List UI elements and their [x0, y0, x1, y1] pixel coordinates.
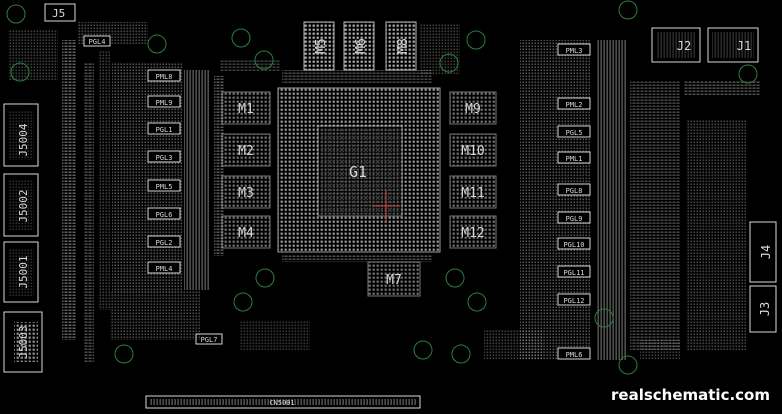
memory-chip-m2: M2: [221, 133, 271, 167]
connector-j5003: J5003: [3, 311, 43, 373]
edge-connector-label: CN5001: [269, 399, 294, 407]
svg-text:M8: M8: [396, 38, 411, 54]
memory-chip-m7: M7: [367, 261, 421, 297]
memory-chip-m1: M1: [221, 91, 271, 125]
svg-text:M3: M3: [238, 186, 254, 201]
svg-text:PGL9: PGL9: [566, 215, 583, 223]
pgl-part: PGL2: [147, 235, 181, 248]
svg-text:PML3: PML3: [566, 47, 583, 55]
pml-part: PML5: [147, 179, 181, 192]
connector-j1-label: J1: [737, 39, 751, 53]
pml-part: PML4: [147, 261, 181, 274]
pgl-part: PGL10: [557, 237, 591, 250]
connector-j1: J1: [707, 27, 759, 63]
svg-text:PGL8: PGL8: [566, 187, 583, 195]
memory-chip-m3: M3: [221, 175, 271, 209]
svg-text:PML9: PML9: [156, 99, 173, 107]
connector-j5-label: J5: [52, 7, 65, 20]
svg-text:PGL11: PGL11: [563, 269, 584, 277]
connector-j5001: J5001: [3, 241, 39, 303]
memory-chip-m8: M8: [385, 21, 417, 71]
svg-text:M5: M5: [314, 38, 329, 54]
connector-j5004: J5004: [3, 103, 39, 167]
connector-j5002-label: J5002: [17, 189, 30, 222]
pgl-part: PGL4: [83, 35, 111, 47]
pml-part: PML9: [147, 95, 181, 108]
connector-j5001-label: J5001: [17, 255, 30, 288]
svg-text:PML2: PML2: [566, 101, 583, 109]
pml-part: PML3: [557, 43, 591, 56]
svg-text:M6: M6: [354, 38, 369, 54]
memory-chip-m9: M9: [449, 91, 497, 125]
connector-j5004-label: J5004: [17, 123, 30, 156]
svg-text:PGL1: PGL1: [156, 126, 173, 134]
svg-text:PGL4: PGL4: [89, 38, 106, 46]
svg-text:PML5: PML5: [156, 183, 173, 191]
connector-j3-label: J3: [758, 302, 772, 316]
watermark: realschematic.com: [611, 386, 770, 404]
svg-text:PGL3: PGL3: [156, 154, 173, 162]
svg-text:PGL10: PGL10: [563, 241, 584, 249]
svg-text:PML1: PML1: [566, 155, 583, 163]
connector-j3: J3: [749, 285, 777, 333]
pgl-part: PGL3: [147, 150, 181, 163]
pgl-part: PGL5: [557, 125, 591, 138]
svg-text:PGL5: PGL5: [566, 129, 583, 137]
memory-chip-m4: M4: [221, 215, 271, 249]
right-vrm-area: PML3 PML2 PGL5 PML1 PGL8 PGL9 PGL10 PGL1…: [520, 40, 680, 360]
memory-chip-m12: M12: [449, 215, 497, 249]
svg-text:M11: M11: [461, 186, 484, 201]
edge-connector-cn5001: CN5001: [145, 395, 421, 409]
connector-j4-label: J4: [759, 245, 773, 259]
svg-text:PML8: PML8: [156, 73, 173, 81]
gpu-g1-label: G1: [349, 163, 367, 181]
left-vrm-area: PML8 PML9 PGL1 PGL3 PML5 PGL6 PGL2 PML4 …: [83, 35, 223, 345]
connector-j5: J5: [44, 3, 76, 22]
svg-text:M4: M4: [238, 226, 254, 241]
pgl-part: PGL9: [557, 211, 591, 224]
gpu-g1: G1: [277, 87, 441, 253]
connector-j2: J2: [651, 27, 701, 63]
svg-text:M2: M2: [238, 144, 254, 159]
pgl-part: PGL8: [557, 183, 591, 196]
svg-text:PGL2: PGL2: [156, 239, 173, 247]
connector-j5003-label: J5003: [17, 325, 30, 358]
pgl-part: PGL6: [147, 207, 181, 220]
pgl-part: PGL12: [557, 293, 591, 306]
memory-chip-m11: M11: [449, 175, 497, 209]
svg-text:M9: M9: [465, 102, 481, 117]
svg-text:PGL6: PGL6: [156, 211, 173, 219]
svg-text:PGL12: PGL12: [563, 297, 584, 305]
svg-text:M10: M10: [461, 144, 484, 159]
svg-text:M12: M12: [461, 226, 484, 241]
connector-j4: J4: [749, 221, 777, 283]
pml-part: PML6: [557, 347, 591, 360]
memory-chip-m5: M5: [303, 21, 335, 71]
memory-chip-m6: M6: [343, 21, 375, 71]
memory-chip-m10: M10: [449, 133, 497, 167]
connector-j2-label: J2: [677, 39, 691, 53]
pml-part: PML8: [147, 69, 181, 82]
pml-part: PML2: [557, 97, 591, 110]
svg-text:PGL7: PGL7: [201, 336, 218, 344]
pgl-part: PGL11: [557, 265, 591, 278]
svg-text:PML4: PML4: [156, 265, 173, 273]
connector-j5002: J5002: [3, 173, 39, 237]
svg-text:M7: M7: [386, 273, 402, 288]
svg-text:PML6: PML6: [566, 351, 583, 359]
svg-text:M1: M1: [238, 102, 254, 117]
pgl-part: PGL1: [147, 122, 181, 135]
pml-part: PML1: [557, 151, 591, 164]
mounting-holes: [6, 0, 758, 375]
